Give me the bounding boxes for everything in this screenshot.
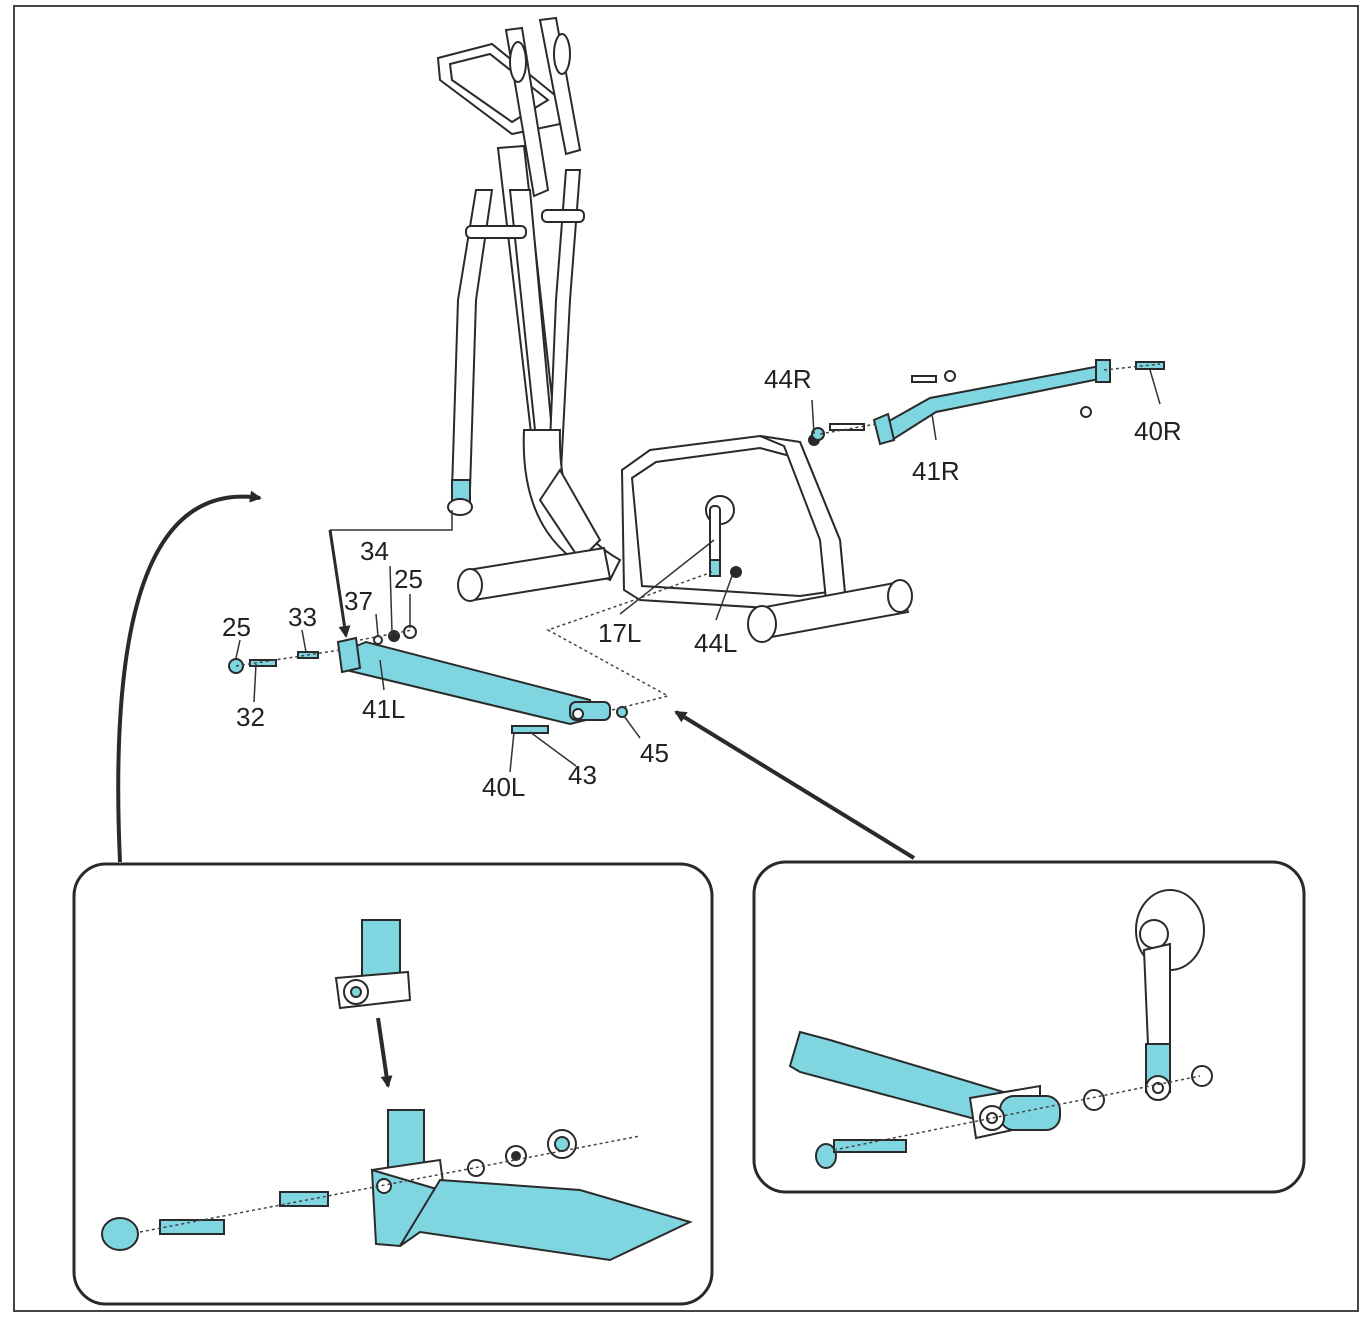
part-label-33: 33 — [288, 602, 317, 632]
part-label-41r: 41R — [912, 456, 960, 486]
part-label-44l: 44L — [694, 628, 738, 658]
part-label-17l: 17L — [598, 618, 642, 648]
pedal-arm-41r — [808, 359, 1165, 446]
alignment-lines — [235, 363, 1161, 711]
page-border — [13, 5, 1359, 1312]
detail-box-left — [72, 862, 714, 1306]
detail-box-right — [752, 860, 1306, 1194]
part-label-37: 37 — [344, 586, 373, 616]
elliptical-machine — [436, 16, 913, 643]
part-label-32: 32 — [236, 702, 265, 732]
part-label-34: 34 — [360, 536, 389, 566]
part-label-43: 43 — [568, 760, 597, 790]
part-label-25-left: 25 — [222, 612, 251, 642]
part-label-40l: 40L — [482, 772, 526, 802]
pedal-arm-41l — [228, 625, 628, 734]
part-label-45: 45 — [640, 738, 669, 768]
part-label-41l: 41L — [362, 694, 406, 724]
part-label-44r: 44R — [764, 364, 812, 394]
part-label-40r: 40R — [1134, 416, 1182, 446]
callout-arrow-left-tip — [328, 529, 351, 638]
part-label-25-top: 25 — [394, 564, 423, 594]
leader-lines — [235, 369, 1161, 773]
callout-arrow-right — [674, 710, 916, 860]
callout-arrow-left — [116, 490, 262, 863]
